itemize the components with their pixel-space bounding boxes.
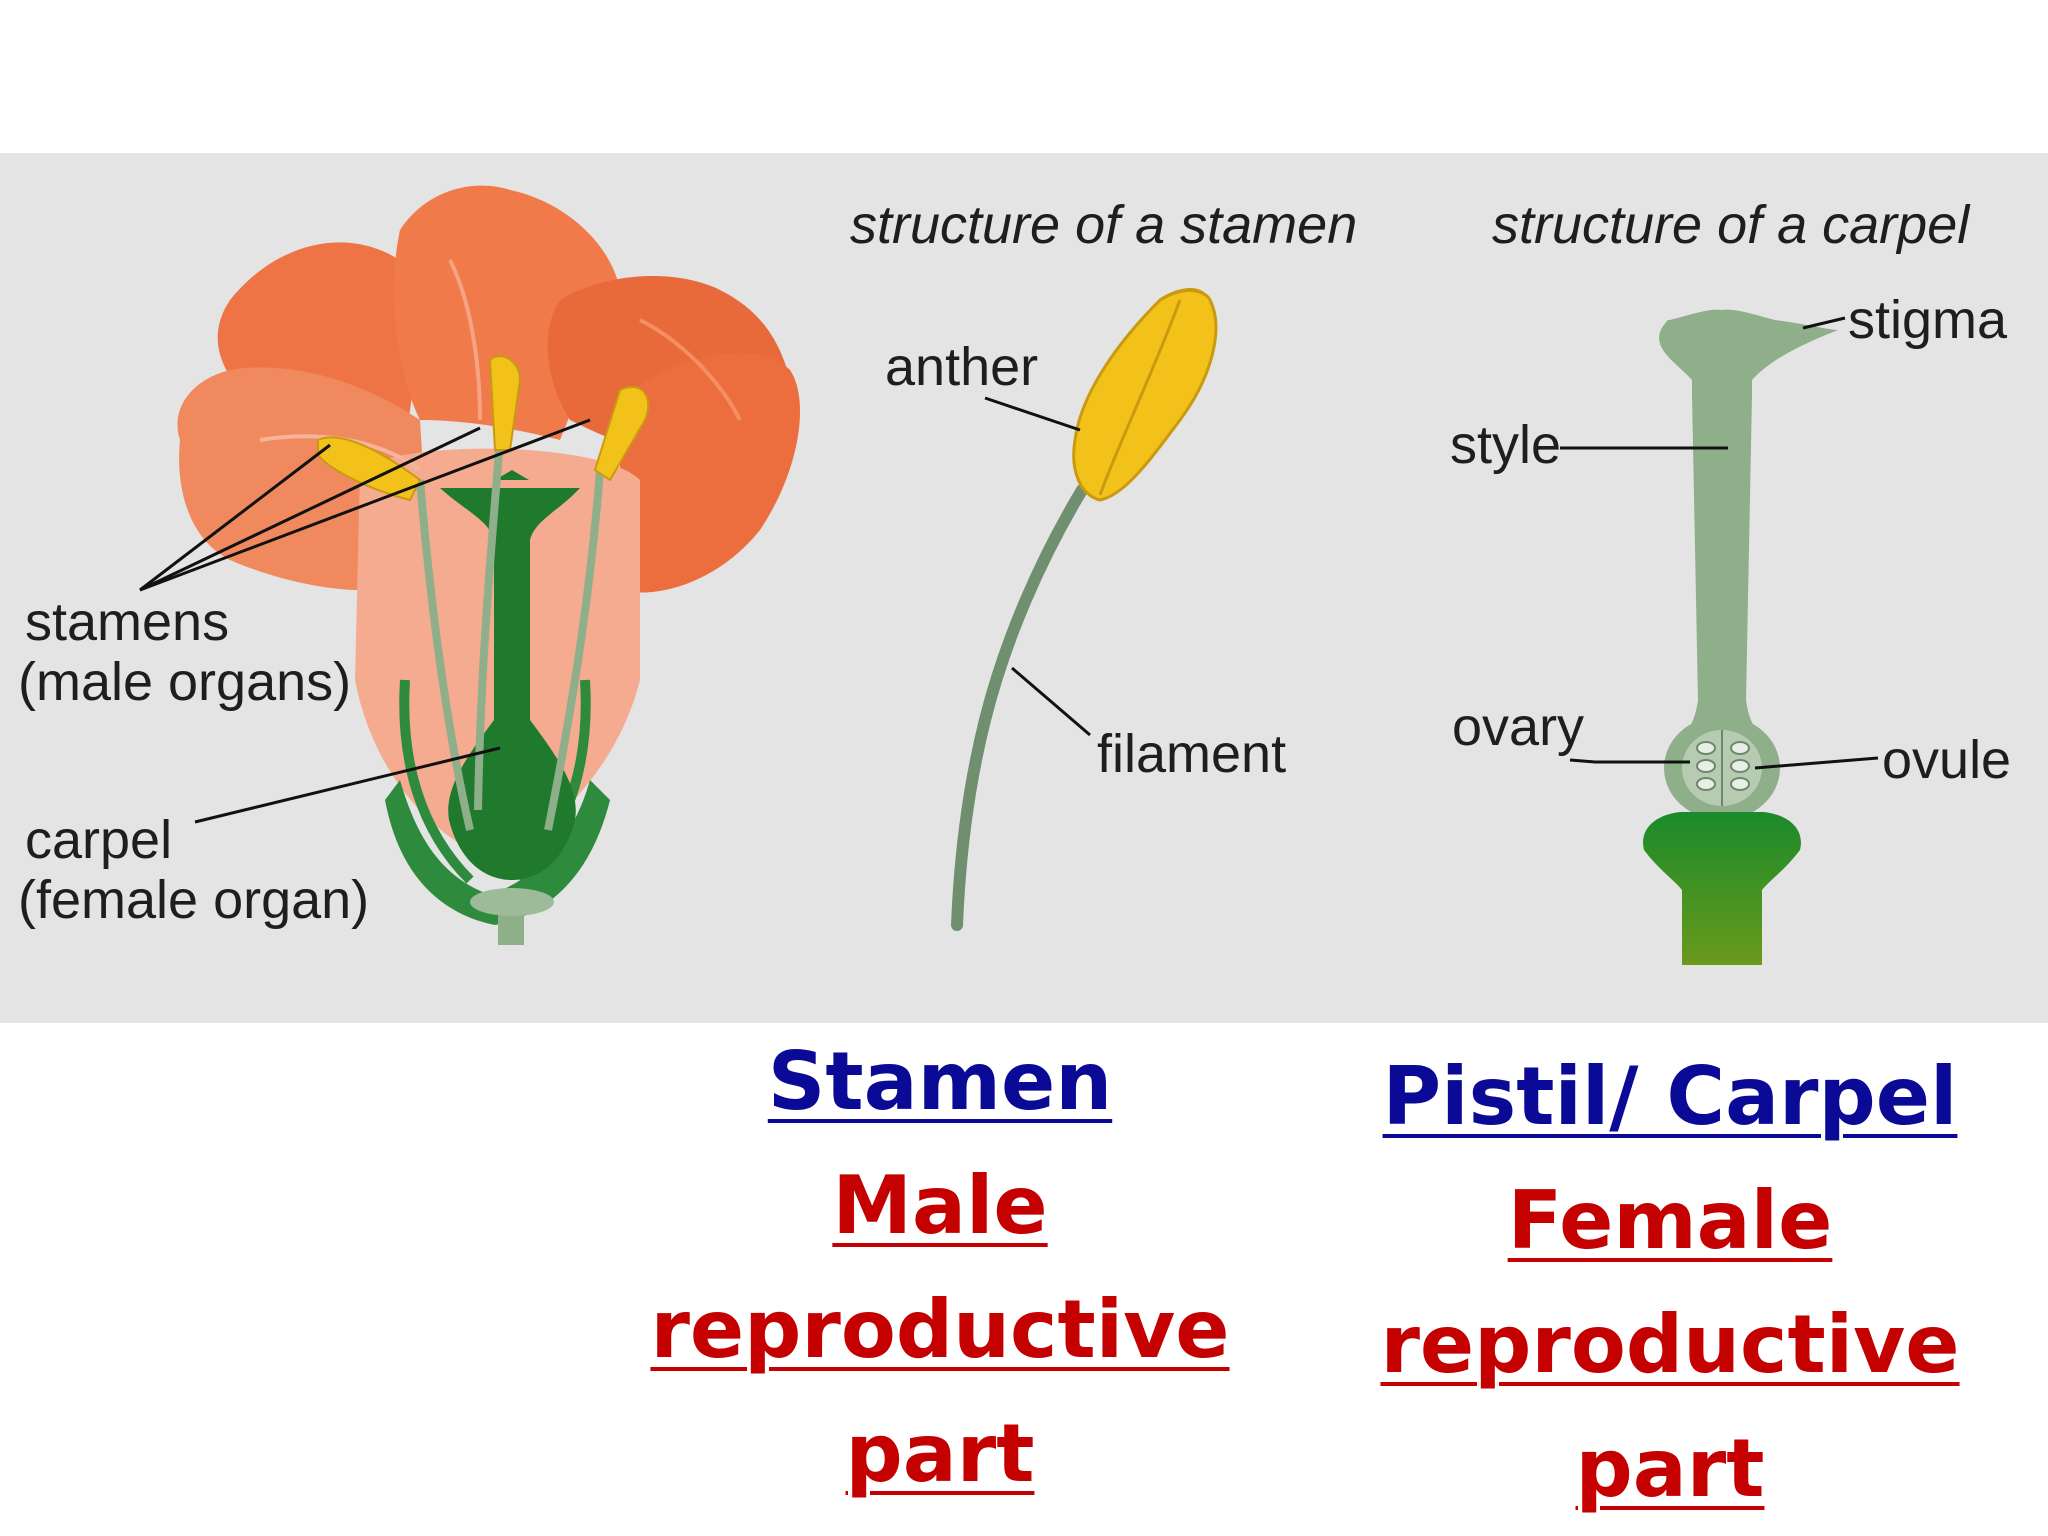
- stamen-caption: Stamen Male reproductive part: [600, 1020, 1280, 1516]
- stamen-caption-line2: reproductive: [650, 1283, 1230, 1376]
- carpel-label: carpel: [25, 810, 172, 870]
- stamen-illustration: structure of a stamen anther filament: [850, 195, 1357, 931]
- flower-filament-left: [416, 479, 474, 831]
- stamen-filament: [951, 484, 1088, 931]
- carpel-heading: structure of a carpel: [1492, 195, 1971, 255]
- carpel-caption-line2: reproductive: [1380, 1298, 1960, 1391]
- flower-anther-right: [593, 385, 650, 482]
- stigma-leader-line: [1802, 316, 1846, 330]
- stigma-label: stigma: [1848, 290, 2008, 350]
- petal-right: [620, 353, 800, 593]
- flower-filament-right: [544, 469, 604, 831]
- flower-anther-left: [317, 436, 422, 502]
- flower-receptacle: [470, 888, 554, 916]
- stamens-leader-line: [139, 418, 591, 592]
- flower-calyx: [385, 780, 610, 925]
- stamens-leader-line: [139, 443, 331, 592]
- ovary-label: ovary: [1452, 697, 1584, 757]
- carpel-ovules: [1696, 741, 1750, 791]
- anther-label: anther: [885, 337, 1038, 397]
- stamens-label: stamens: [25, 592, 229, 652]
- stamens-leader-line: [139, 426, 481, 592]
- stamen-heading: structure of a stamen: [850, 195, 1357, 255]
- carpel-leader-line: [194, 746, 501, 824]
- carpel-style: [1684, 395, 1760, 735]
- stamens-label-sub: (male organs): [18, 652, 351, 712]
- carpel-stigma: [1659, 309, 1838, 400]
- anther-leader-line: [984, 396, 1081, 432]
- flower-filament-middle: [474, 439, 504, 811]
- carpel-caption-title: Pistil/ Carpel: [1382, 1050, 1958, 1143]
- carpel-illustration: structure of a carpel stigma style ovary…: [1450, 195, 2011, 965]
- style-label: style: [1450, 415, 1561, 475]
- stamen-caption-line3: part: [845, 1407, 1035, 1500]
- ovule-label: ovule: [1882, 730, 2011, 790]
- carpel-label-sub: (female organ): [18, 870, 369, 930]
- flower-illustration: stamens (male organs) carpel (female org…: [18, 185, 800, 945]
- filament-leader-line: [1011, 666, 1091, 737]
- ovule-leader-line: [1754, 756, 1879, 770]
- flower-anther-middle: [488, 355, 522, 451]
- stamen-caption-title: Stamen: [767, 1035, 1113, 1128]
- carpel-caption: Pistil/ Carpel Female reproductive part: [1360, 1035, 1980, 1531]
- carpel-caption-line1: Female: [1507, 1174, 1833, 1267]
- stamen-caption-line1: Male: [832, 1159, 1048, 1252]
- filament-label: filament: [1097, 724, 1286, 784]
- carpel-receptacle: [1643, 812, 1801, 965]
- ovary-leader-line: [1569, 758, 1690, 764]
- carpel-caption-line3: part: [1575, 1422, 1765, 1515]
